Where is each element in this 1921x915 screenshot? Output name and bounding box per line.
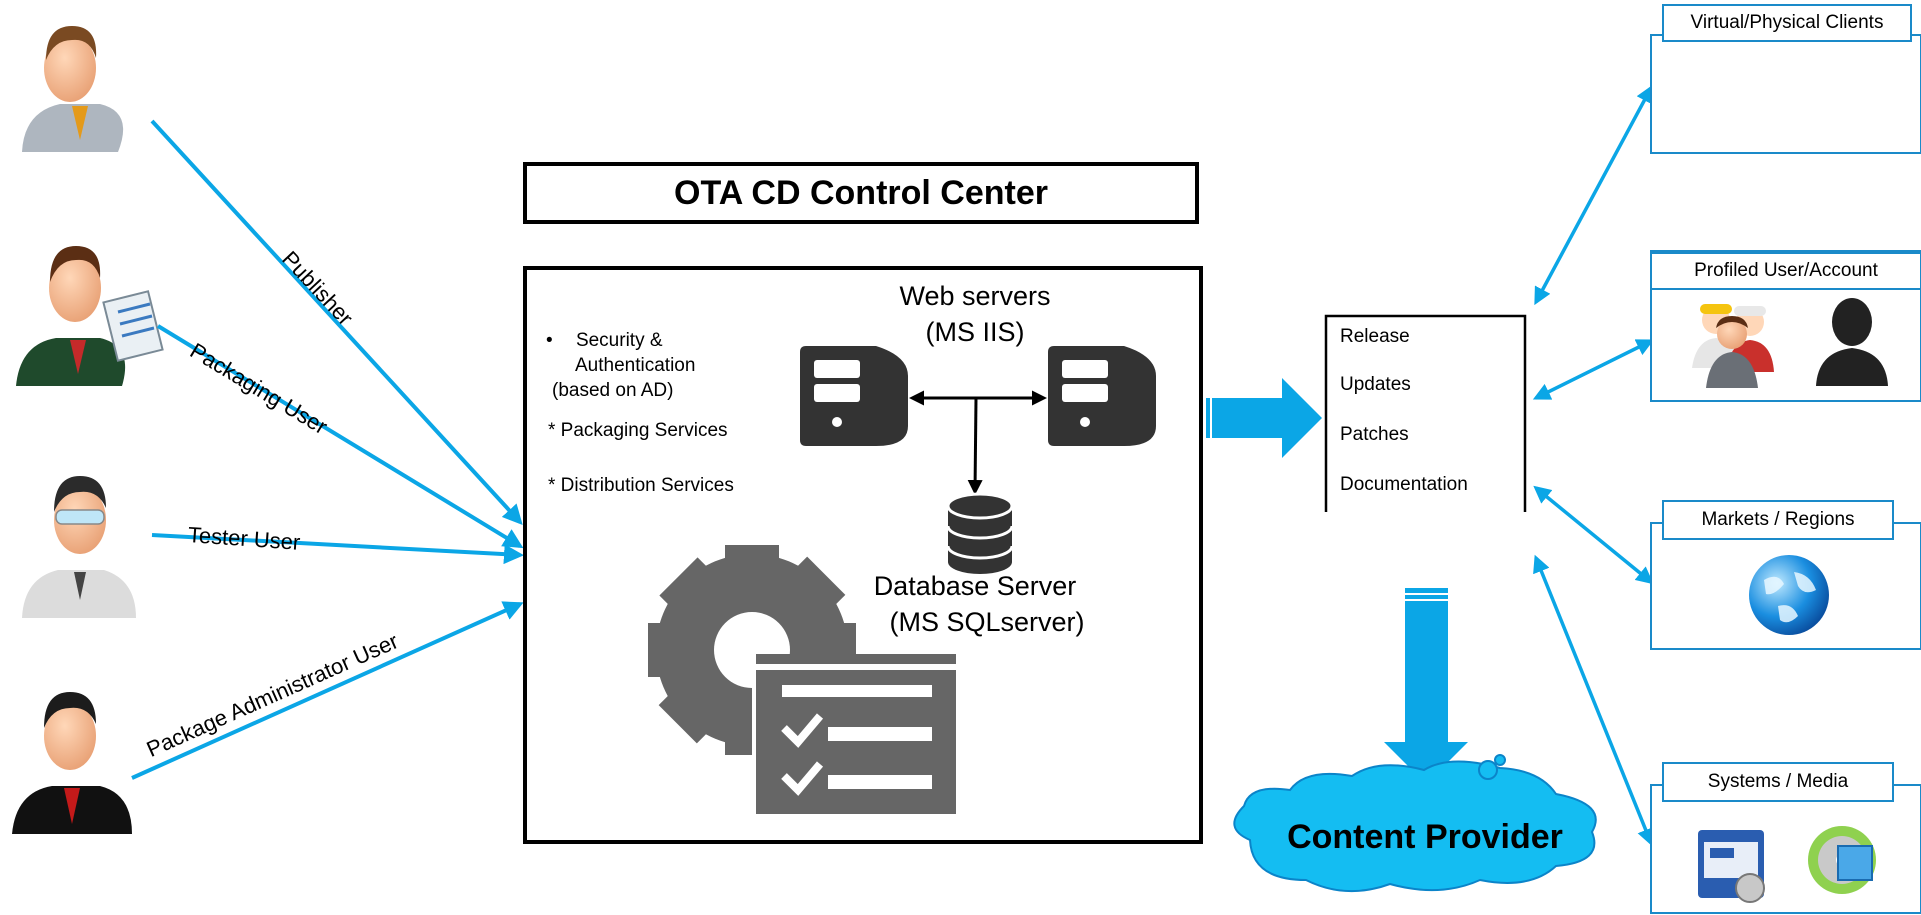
virtual-physical-clients-panel [1650,34,1921,154]
virtual-physical-clients-title: Virtual/Physical Clients [1662,4,1912,42]
service-security: • Security & [546,328,663,353]
user-silhouette-icon [1816,298,1888,386]
publisher-connector [150,119,523,525]
service-packaging: * Packaging Services [548,420,728,441]
markets-regions-title: Markets / Regions [1662,500,1894,540]
release-bracket [1324,314,1527,512]
web-server-right-icon [1048,346,1156,446]
database-server-title: Database Server [873,571,1077,601]
systems-media-panel [1650,784,1921,914]
service-based-on-ad: (based on AD) [552,380,674,401]
release-item-updates: Updates [1340,374,1411,395]
package-administrator-connector [131,601,524,780]
database-server-label: Database Server (MS SQLserver) [850,568,1100,640]
service-security-label: Security & [575,330,663,351]
database-server-subtitle: (MS SQLserver) [889,607,1085,637]
media-disc-icon [1808,826,1876,894]
markets-connector [1533,485,1654,585]
web-server-left-icon [800,346,908,446]
service-distribution: * Distribution Services [548,475,734,496]
systems-connector [1533,554,1654,847]
publisher-avatar-icon [22,26,124,152]
system-window-icon [1698,830,1765,903]
control-center-title-text: OTA CD Control Center [674,173,1048,212]
web-servers-subtitle: (MS IIS) [925,317,1025,347]
release-item-documentation: Documentation [1340,474,1468,495]
package-administrator-avatar-icon [12,692,132,834]
release-item-release: Release [1340,326,1410,347]
down-arrow [1384,588,1468,784]
database-icon [946,492,1014,574]
web-servers-label: Web servers (MS IIS) [860,278,1090,350]
control-center-box [523,266,1203,844]
packaging-user-connector [156,324,524,549]
gear-checklist-icon [648,545,958,814]
group-users-icon [1692,304,1774,388]
control-center-title: OTA CD Control Center [523,162,1199,224]
release-item-patches: Patches [1340,424,1409,445]
output-arrow [1204,378,1322,458]
profiled-user-connector [1532,339,1655,400]
globe-icon [1749,555,1829,635]
systems-media-title: Systems / Media [1662,762,1894,802]
markets-regions-panel [1650,522,1921,650]
bullet-icon: • [546,330,553,351]
web-servers-title: Web servers [899,281,1051,311]
tester-user-avatar-icon [22,476,136,618]
content-provider-label: Content Provider [1287,818,1563,856]
service-authentication: Authentication [575,355,696,376]
clients-connector [1534,84,1653,306]
tester-user-connector [151,533,524,565]
profiled-user-account-title: Profiled User/Account [1650,252,1921,290]
database-link [967,397,983,495]
packaging-user-avatar-icon [16,246,164,386]
